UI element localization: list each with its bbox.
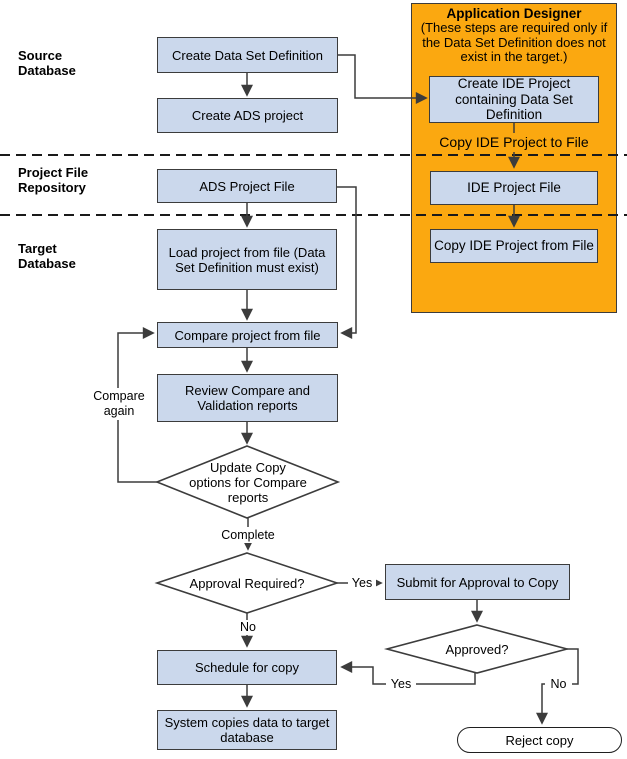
lane-label-project-file-repository: Project File Repository <box>18 165 89 195</box>
node-create-ide-project: Create IDE Project containing Data Set D… <box>429 76 599 123</box>
node-ads-project-file: ADS Project File <box>157 169 337 203</box>
node-schedule-for-copy: Schedule for copy <box>157 650 337 685</box>
edge-label-approval-no: No <box>235 620 261 635</box>
lane-label-source-database: Source Database <box>18 48 76 78</box>
edge-label-approved-yes: Yes <box>386 677 416 691</box>
panel-title: Application Designer <box>446 6 582 21</box>
node-copy-ide-project-from-file: Copy IDE Project from File <box>430 229 598 263</box>
node-submit-for-approval: Submit for Approval to Copy <box>385 564 570 600</box>
edge-adsfile-to-compare <box>337 186 357 339</box>
edge-label-copy-ide-project-to-file: Copy IDE Project to File <box>429 133 599 152</box>
edge-label-complete: Complete <box>213 527 283 543</box>
decision-update-copy-options-label: Update Copy options for Compare reports <box>189 459 307 505</box>
node-create-data-set-definition: Create Data Set Definition <box>157 37 338 73</box>
node-ide-project-file: IDE Project File <box>430 171 598 205</box>
edge-label-compare-again: Compare again <box>88 388 150 420</box>
decision-approval-required-label: Approval Required? <box>189 575 305 591</box>
edge-label-approved-no: No <box>545 677 572 691</box>
decision-approved-label: Approved? <box>445 641 509 657</box>
node-compare-project-from-file: Compare project from file <box>157 322 338 348</box>
node-system-copies-data: System copies data to target database <box>157 710 337 750</box>
node-reject-copy: Reject copy <box>457 727 622 753</box>
node-create-ads-project: Create ADS project <box>157 98 338 133</box>
lane-label-target-database: Target Database <box>18 241 76 271</box>
node-review-compare-validation: Review Compare and Validation reports <box>157 374 338 422</box>
node-load-project-from-file: Load project from file (Data Set Definit… <box>157 229 337 290</box>
panel-note: (These steps are required only if the Da… <box>420 20 608 64</box>
edge-label-approval-yes: Yes <box>348 576 376 590</box>
